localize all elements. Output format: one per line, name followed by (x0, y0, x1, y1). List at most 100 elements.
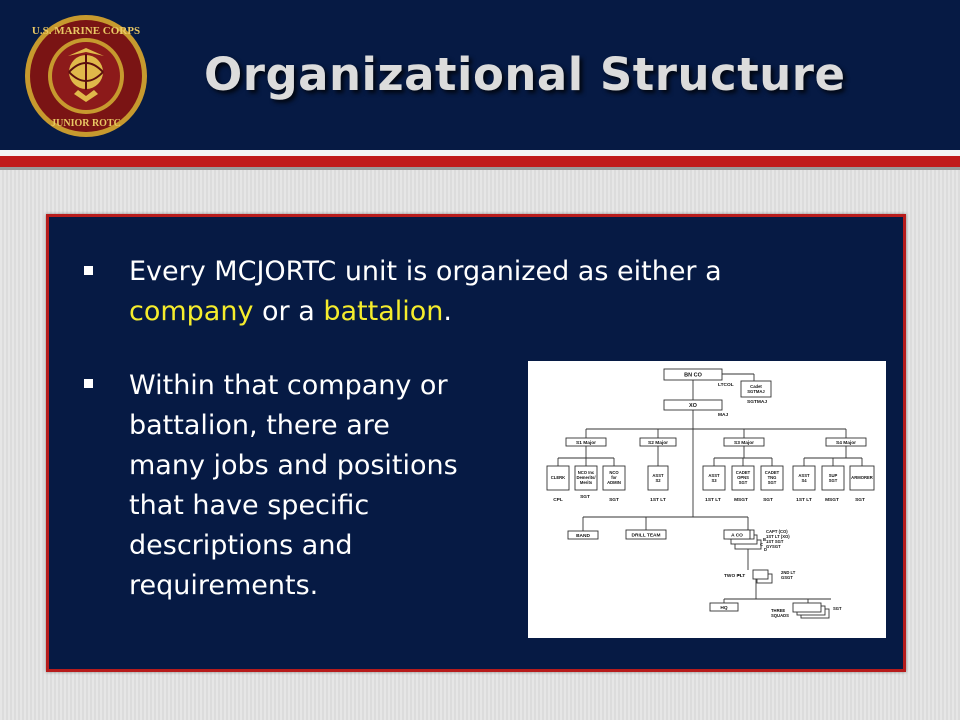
box-squad-1 (792, 602, 822, 613)
label-clerk: CLERK (551, 475, 565, 480)
box-cadet-sgtmaj (740, 380, 772, 398)
rank-sgt-4: SGT (855, 497, 865, 503)
bullet-2-line-6: requirements. (129, 570, 319, 601)
bullet-2-text: Within that company or battalion, there … (129, 366, 509, 606)
label-asst-s3-1: ASST (708, 473, 720, 478)
label-xo: XO (689, 403, 698, 409)
bullet-1-part-c: . (443, 296, 453, 327)
box-xo (663, 399, 723, 411)
label-s3: S3 Major (734, 440, 754, 446)
rank-1stlt-2: 1ST LT (705, 497, 721, 503)
label-cadet-ops-1: CADET (736, 470, 751, 475)
header-stripe-red (0, 156, 960, 167)
bullet-2-line-1: Within that company or (129, 370, 448, 401)
bullet-1-text: Every MCJORTC unit is organized as eithe… (129, 252, 829, 332)
label-d: D (764, 547, 767, 552)
company-staff-4: GYSGT (766, 544, 781, 549)
label-squads-1: THREE (771, 608, 785, 613)
bullet-2-line-2: battalion, there are (129, 410, 390, 441)
label-cadet-trng-2: TNG (768, 475, 777, 480)
rank-ltcol: LTCOL (718, 382, 734, 388)
header-stripe-white (0, 150, 960, 156)
rank-sgt-3: SGT (763, 497, 773, 503)
label-band: BAND (576, 533, 590, 539)
label-asst-s4-2: S4 (801, 478, 807, 483)
rank-sgtmaj: SGTMAJ (747, 399, 767, 405)
bullet-2-line-3: many jobs and positions (129, 450, 458, 481)
org-chart-diagram: BN CO LTCOL Cadet SGTMAJ SGTMAJ XO MAJ S… (546, 368, 875, 619)
label-nco-ic-1: NCO Inc (578, 470, 595, 475)
box-asst-s2 (647, 465, 669, 491)
box-a-co (723, 529, 751, 540)
content-panel: Every MCJORTC unit is organized as eithe… (46, 214, 906, 672)
marine-corps-emblem-icon: U.S. MARINE CORPS JUNIOR ROTC (25, 15, 147, 137)
box-cadet-trng (760, 465, 784, 491)
company-staff-2: 1ST LT (XO) (766, 534, 790, 539)
box-sup-sgt (821, 465, 845, 491)
box-s1 (565, 437, 607, 447)
box-platoon-1 (752, 569, 769, 580)
label-asst-s2-1: ASST (652, 473, 664, 478)
bullet-1-part-b: or a (253, 296, 324, 327)
label-squads-2: SQUADS (771, 613, 789, 618)
rank-sgt-2: SGT (609, 497, 619, 503)
label-nco-admin-2: for (611, 475, 617, 480)
box-s3 (723, 437, 765, 447)
box-bn-co (663, 368, 723, 381)
rank-maj: MAJ (718, 412, 728, 418)
page-title: Organizational Structure (204, 48, 846, 101)
bullet-2-line-5: descriptions and (129, 530, 353, 561)
label-b: B (763, 537, 766, 542)
svg-text:U.S. MARINE CORPS: U.S. MARINE CORPS (32, 25, 140, 37)
label-asst-s2-2: S2 (655, 478, 661, 483)
label-asst-s3-2: S3 (711, 478, 717, 483)
label-drill-team: DRILL TEAM (632, 533, 661, 539)
box-asst-s4 (792, 465, 816, 491)
label-s1: S1 Major (576, 440, 596, 446)
label-asst-s4-1: ASST (798, 473, 810, 478)
label-sup-sgt-2: SGT (829, 478, 838, 483)
box-band (567, 530, 599, 540)
box-s2 (639, 437, 677, 447)
rank-cpl: CPL (553, 497, 563, 503)
rank-msgt-1: MSGT (734, 497, 748, 503)
label-cadet-ops-2: OPNS (737, 475, 749, 480)
label-sup-sgt-1: SUP (829, 473, 838, 478)
header-stripe-gray (0, 167, 960, 170)
box-clerk (546, 465, 570, 491)
highlight-company: company (129, 296, 254, 327)
label-two-plt: TWO PLT (724, 573, 745, 579)
label-hq: HQ (720, 605, 727, 611)
box-s4 (825, 437, 867, 447)
box-cadet-ops (731, 465, 755, 491)
box-asst-s3 (702, 465, 726, 491)
label-cadet-sgtmaj-1: Cadet (750, 384, 762, 389)
label-c: C (760, 542, 763, 547)
label-nco-ic-3: Merits (580, 480, 593, 485)
bullet-2-line-4: that have specific (129, 490, 370, 521)
platoon-staff-2: GSGT (781, 575, 793, 580)
rank-msgt-2: MSGT (825, 497, 839, 503)
label-bn-co: BN CO (684, 373, 702, 379)
rank-sgt-1: SGT (580, 494, 590, 500)
org-chart-image: BN CO LTCOL Cadet SGTMAJ SGTMAJ XO MAJ S… (528, 361, 886, 638)
bullet-marker-1 (84, 266, 93, 275)
label-a-co: A CO (731, 533, 743, 539)
highlight-battalion: battalion (323, 296, 444, 327)
bullet-1-part-a: Every MCJORTC unit is organized as eithe… (129, 256, 722, 287)
box-armorer (849, 465, 875, 491)
label-cadet-trng-3: SGT (768, 480, 777, 485)
label-nco-admin-3: ADMIN (607, 480, 621, 485)
box-nco-ic (574, 465, 598, 491)
label-nco-ic-2: Demerits/ (576, 475, 596, 480)
label-squad-sgt: SGT (833, 606, 842, 611)
label-s2: S2 Major (648, 440, 668, 446)
platoon-staff-1: 2ND LT (781, 570, 796, 575)
company-staff-1: CAPT (CO) (766, 529, 788, 534)
rank-1stlt-1: 1ST LT (650, 497, 666, 503)
rank-1stlt-3: 1ST LT (796, 497, 812, 503)
header-bar: U.S. MARINE CORPS JUNIOR ROTC Organizati… (0, 0, 960, 150)
bullet-marker-2 (84, 379, 93, 388)
company-staff-3: 1ST SGT (766, 539, 784, 544)
svg-text:JUNIOR ROTC: JUNIOR ROTC (51, 118, 121, 129)
